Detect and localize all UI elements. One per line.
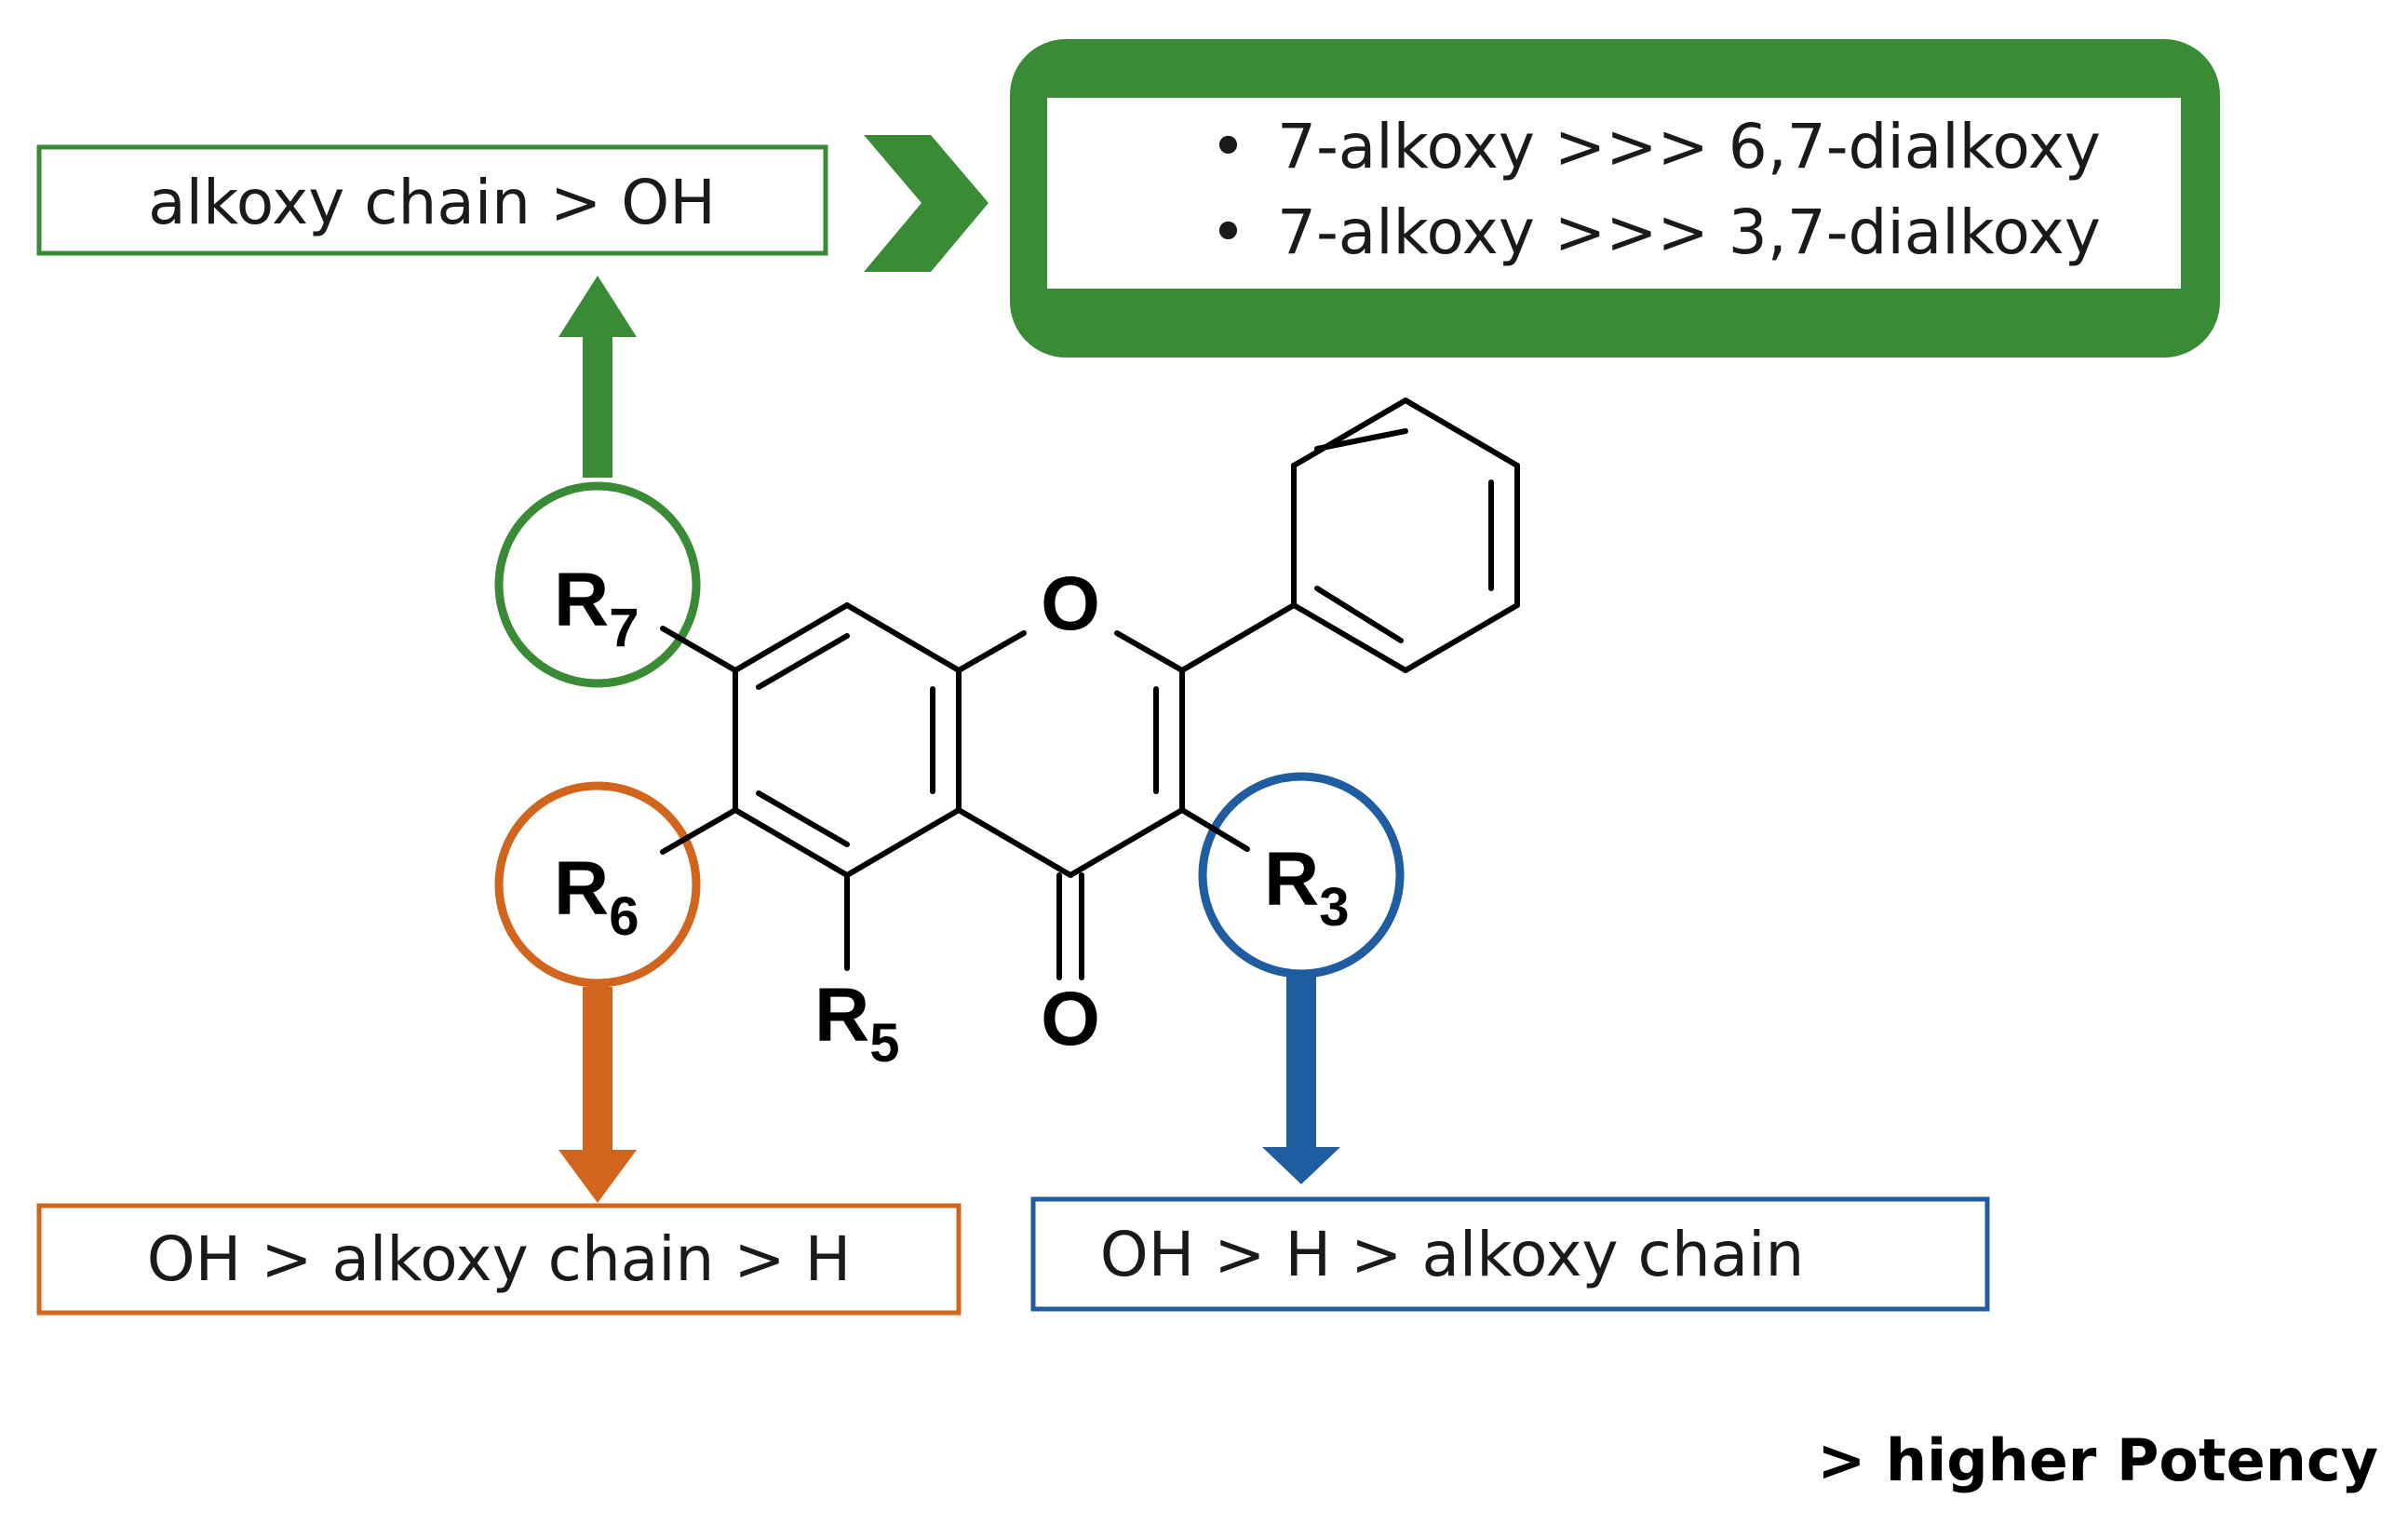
r3-label: R3	[1264, 837, 1349, 938]
summary-bullet-1: •	[1210, 111, 1246, 182]
r6-rule-box: OH > alkoxy chain > H	[36, 1203, 962, 1316]
r3-rule-box: OH > H > alkoxy chain	[1030, 1196, 1990, 1312]
r3-rule-text: OH > H > alkoxy chain	[1100, 1219, 1805, 1290]
r7-highlight-circle	[494, 481, 701, 688]
carbonyl-oxygen-label: O	[1041, 977, 1100, 1061]
r3-arrow	[1262, 976, 1340, 1184]
summary-line-2: 7-alkoxy >>> 3,7-dialkoxy	[1277, 196, 2101, 268]
summary-bullet-2: •	[1210, 196, 1246, 268]
summary-line-1: 7-alkoxy >>> 6,7-dialkoxy	[1277, 111, 2101, 182]
r7-arrow	[558, 276, 637, 478]
potency-legend: > higher Potency	[1817, 1426, 2378, 1494]
r7-rule-box: alkoxy chain > OH	[36, 144, 828, 256]
r6-rule-text: OH > alkoxy chain > H	[147, 1223, 852, 1295]
r7-rule-text: alkoxy chain > OH	[148, 167, 716, 238]
r6-highlight-circle	[494, 781, 701, 988]
r3-highlight-circle	[1198, 772, 1405, 979]
flavone-skeleton	[660, 398, 1520, 980]
r7-label: R7	[554, 558, 639, 658]
ring-oxygen-label: O	[1041, 561, 1100, 646]
r6-arrow	[558, 987, 637, 1203]
r5-label: R5	[814, 973, 899, 1073]
r6-label: R6	[554, 846, 639, 947]
chevron-right-icon	[864, 135, 989, 272]
summary-box: • 7-alkoxy >>> 6,7-dialkoxy • 7-alkoxy >…	[1010, 39, 2220, 358]
